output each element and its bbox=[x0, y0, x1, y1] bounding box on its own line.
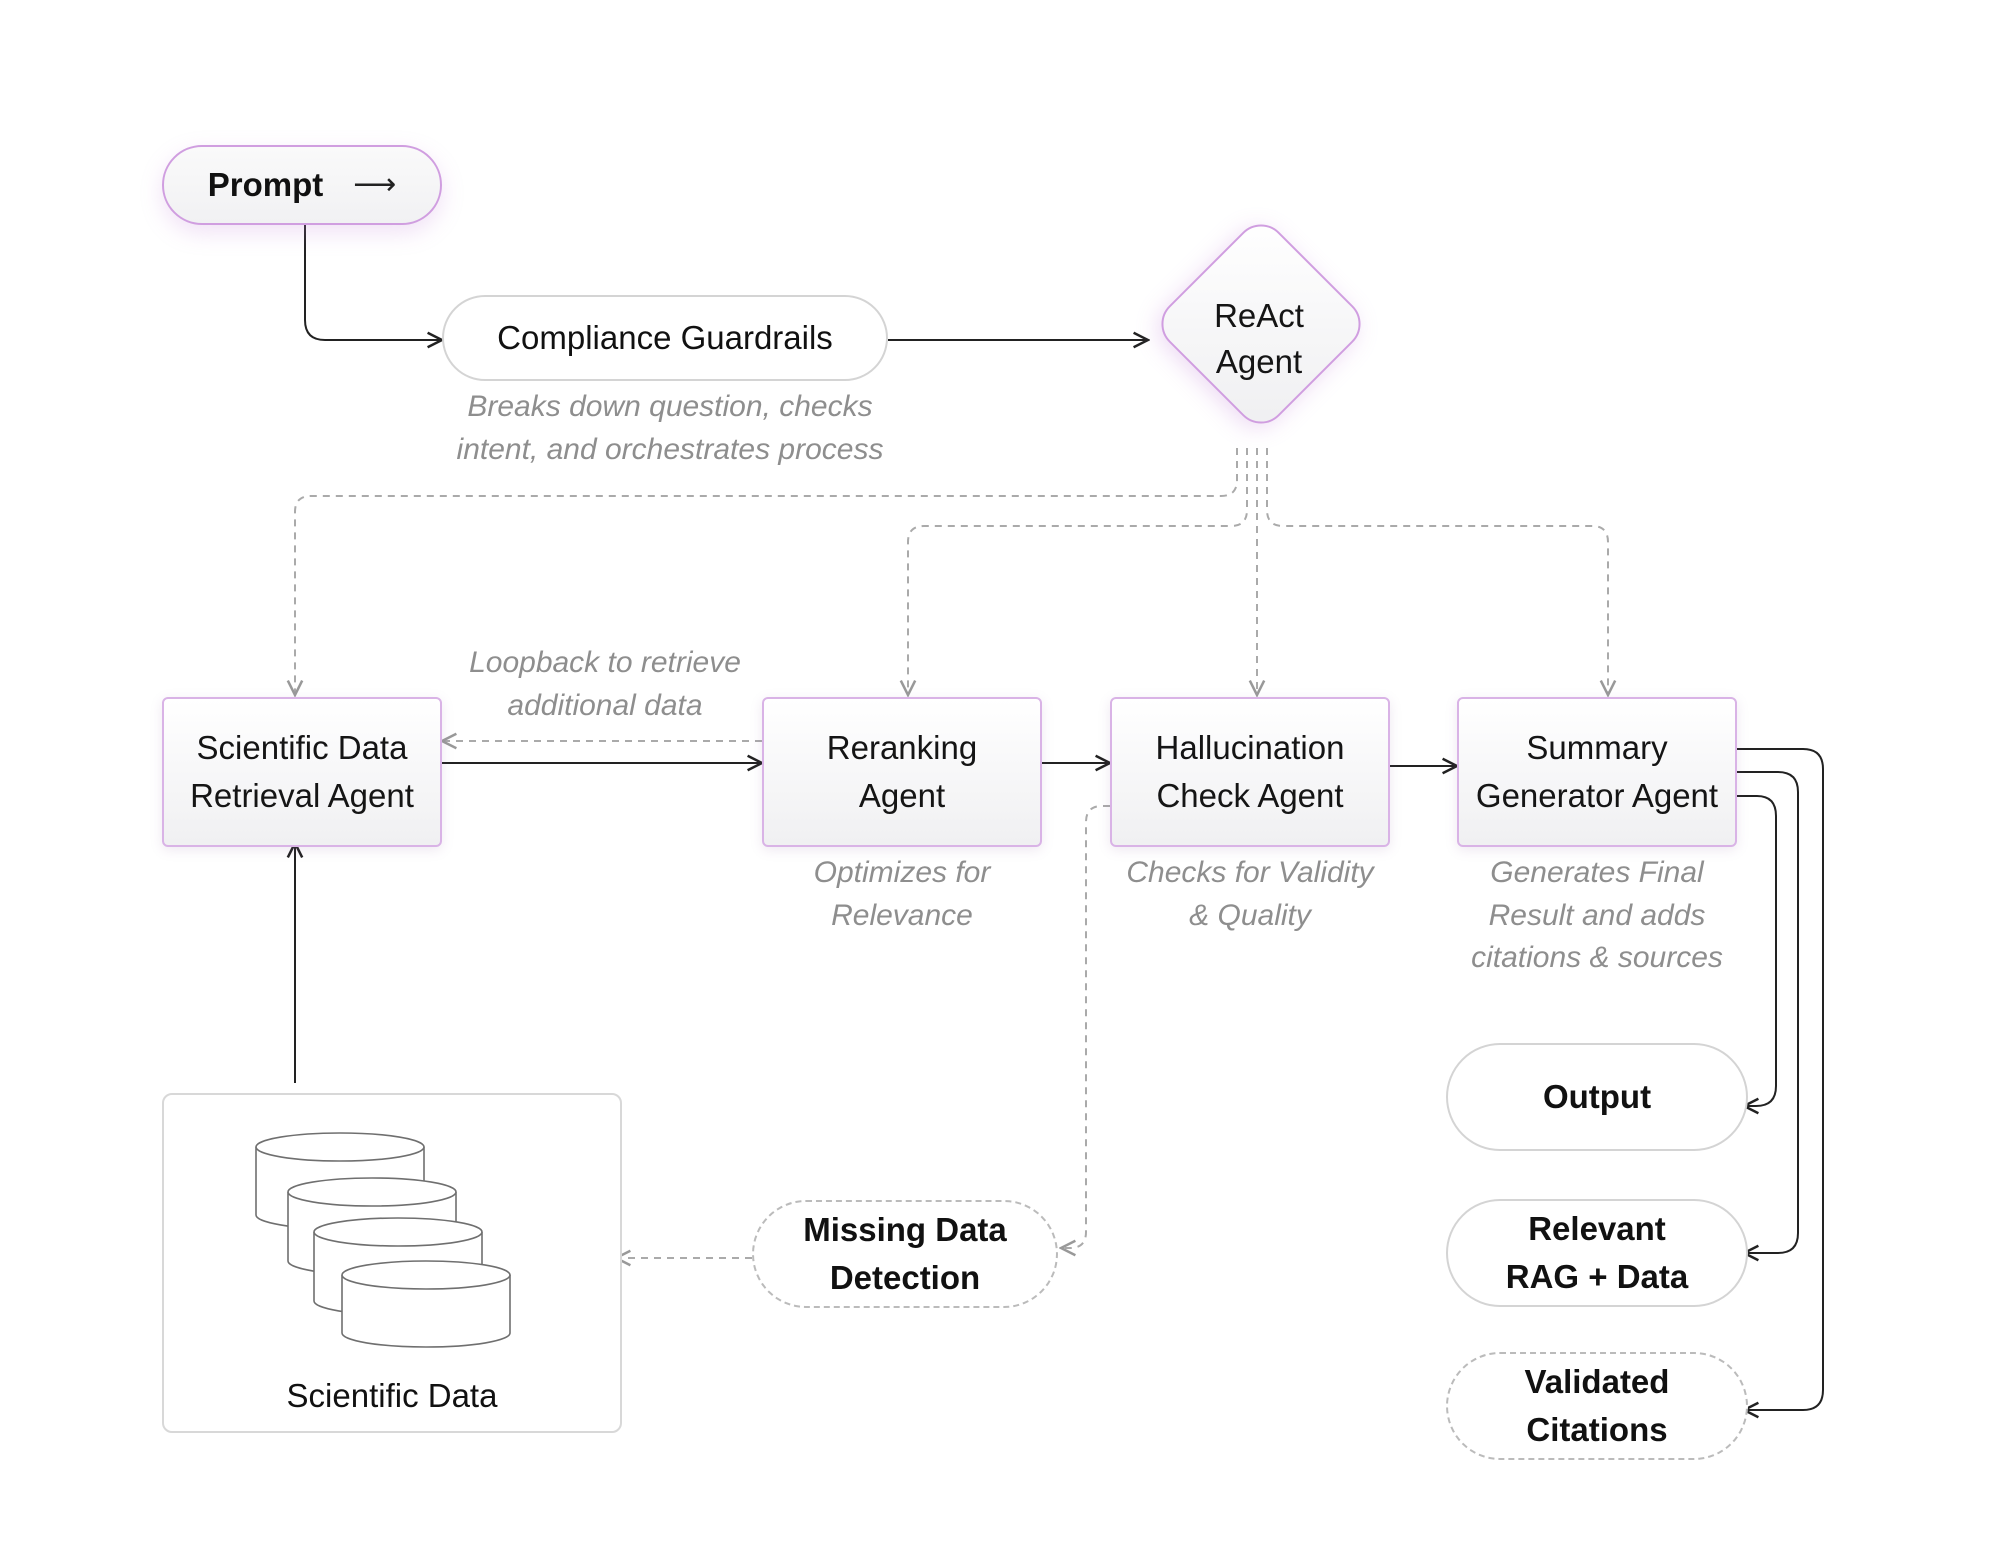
relevant-line-2: RAG + Data bbox=[1505, 1258, 1689, 1295]
output-node: Output bbox=[1446, 1043, 1748, 1151]
react-agent-line-1: ReAct bbox=[1214, 297, 1304, 334]
loopback-note-line-2: additional data bbox=[507, 688, 703, 722]
summary-note-line-2: Result and adds bbox=[1488, 898, 1706, 932]
compliance-label: Compliance Guardrails bbox=[497, 319, 833, 357]
react-agent-line-2: Agent bbox=[1215, 342, 1303, 380]
summary-agent-line-1: Summary bbox=[1526, 729, 1668, 767]
react-agent-label: ReAct Agent bbox=[1159, 293, 1359, 384]
prompt-label: Prompt bbox=[207, 166, 324, 204]
loopback-note: Loopback to retrieve additional data bbox=[430, 642, 780, 727]
edge-summary-to-validated bbox=[1736, 748, 1824, 1410]
edge-react-to-retrieval bbox=[295, 448, 1238, 695]
edge-react-to-reranking bbox=[908, 448, 1248, 695]
reranking-agent-line-2: Agent bbox=[858, 777, 946, 814]
summary-note-line-3: citations & sources bbox=[1471, 941, 1723, 975]
hallucination-note: Checks for Validity & Quality bbox=[1090, 852, 1410, 937]
edge-prompt-to-compliance bbox=[304, 224, 442, 340]
prompt-node: Prompt ⟶ bbox=[162, 145, 442, 225]
edge-summary-to-relevant bbox=[1736, 771, 1799, 1253]
database-stack-icon bbox=[255, 1132, 511, 1348]
scientific-data-retrieval-agent: Scientific Data Retrieval Agent bbox=[162, 697, 442, 847]
missing-data-detection-node: Missing Data Detection bbox=[752, 1200, 1058, 1308]
loopback-note-line-1: Loopback to retrieve bbox=[469, 646, 741, 679]
scientific-data-label: Scientific Data bbox=[286, 1377, 498, 1414]
edge-react-to-summary bbox=[1266, 448, 1608, 695]
hallucination-agent-line-1: Hallucination bbox=[1155, 729, 1345, 767]
validated-citations-node: Validated Citations bbox=[1446, 1352, 1748, 1460]
compliance-note-line-2: intent, and orchestrates process bbox=[456, 432, 884, 466]
hallucination-check-agent: Hallucination Check Agent bbox=[1110, 697, 1390, 847]
reranking-note-line-2: Relevance bbox=[831, 898, 973, 932]
edge-summary-to-output bbox=[1736, 795, 1777, 1106]
relevant-line-1: Relevant bbox=[1528, 1210, 1666, 1248]
missing-line-2: Detection bbox=[829, 1259, 981, 1296]
retrieval-agent-line-1: Scientific Data bbox=[196, 729, 408, 767]
summary-note: Generates Final Result and adds citation… bbox=[1437, 852, 1757, 980]
compliance-guardrails-node: Compliance Guardrails bbox=[442, 295, 888, 381]
summary-generator-agent: Summary Generator Agent bbox=[1457, 697, 1737, 847]
summary-note-line-1: Generates Final bbox=[1490, 856, 1704, 889]
scientific-data-store: Scientific Data bbox=[162, 1093, 622, 1433]
retrieval-agent-line-2: Retrieval Agent bbox=[190, 777, 414, 814]
validated-line-2: Citations bbox=[1526, 1411, 1668, 1448]
long-right-arrow-icon: ⟶ bbox=[353, 168, 397, 202]
compliance-note: Breaks down question, checks intent, and… bbox=[420, 386, 920, 471]
hallucination-agent-line-2: Check Agent bbox=[1156, 777, 1344, 814]
hallucination-note-line-2: & Quality bbox=[1189, 898, 1311, 932]
edge-hallucination-to-missing bbox=[1061, 805, 1110, 1248]
summary-agent-line-2: Generator Agent bbox=[1475, 777, 1719, 814]
reranking-note-line-1: Optimizes for bbox=[813, 856, 991, 889]
reranking-agent: Reranking Agent bbox=[762, 697, 1042, 847]
reranking-agent-line-1: Reranking bbox=[826, 729, 978, 767]
relevant-rag-data-node: Relevant RAG + Data bbox=[1446, 1199, 1748, 1307]
compliance-note-line-1: Breaks down question, checks bbox=[467, 390, 873, 423]
validated-line-1: Validated bbox=[1524, 1363, 1670, 1401]
output-label: Output bbox=[1542, 1078, 1652, 1116]
reranking-note: Optimizes for Relevance bbox=[742, 852, 1062, 937]
missing-line-1: Missing Data bbox=[803, 1211, 1007, 1249]
hallucination-note-line-1: Checks for Validity bbox=[1126, 856, 1374, 889]
